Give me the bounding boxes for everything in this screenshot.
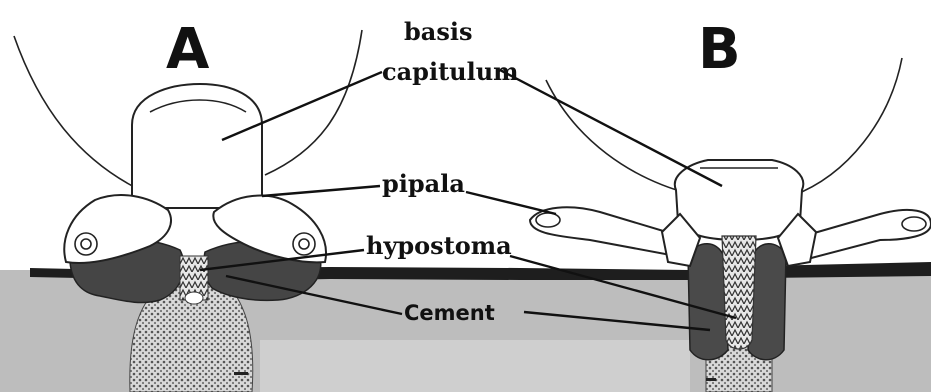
panel-a-cement-mark: [234, 372, 248, 375]
panel-b-left-mass: [688, 244, 728, 360]
panel-b-letter: B: [698, 17, 741, 82]
panel-a-right-leg: [265, 30, 362, 175]
panel-a-basis-capitulum: [132, 84, 262, 208]
panel-b-cement-mark: [706, 378, 716, 381]
leader-pipala-a: [262, 186, 380, 196]
callout-capitulum: capitulum: [382, 57, 519, 86]
panel-a-hypostome-tip: [185, 292, 203, 304]
panel-b-hypostome: [722, 236, 756, 349]
leader-pipala-b: [466, 192, 556, 214]
callout-cement: Cement: [404, 301, 495, 325]
panel-b-left-leg: [546, 80, 690, 194]
callout-pipala: pipala: [382, 169, 465, 198]
panel-b-right-leg: [792, 58, 902, 196]
panel-b-left-palp: [530, 207, 680, 256]
callout-hypostoma: hypostoma: [366, 231, 512, 260]
leader-basis-b: [500, 70, 722, 186]
host-tissue-band: [260, 340, 690, 392]
panel-a-letter: A: [166, 17, 210, 82]
callout-basis: basis: [404, 17, 472, 46]
panel-a-left-leg: [14, 36, 140, 190]
